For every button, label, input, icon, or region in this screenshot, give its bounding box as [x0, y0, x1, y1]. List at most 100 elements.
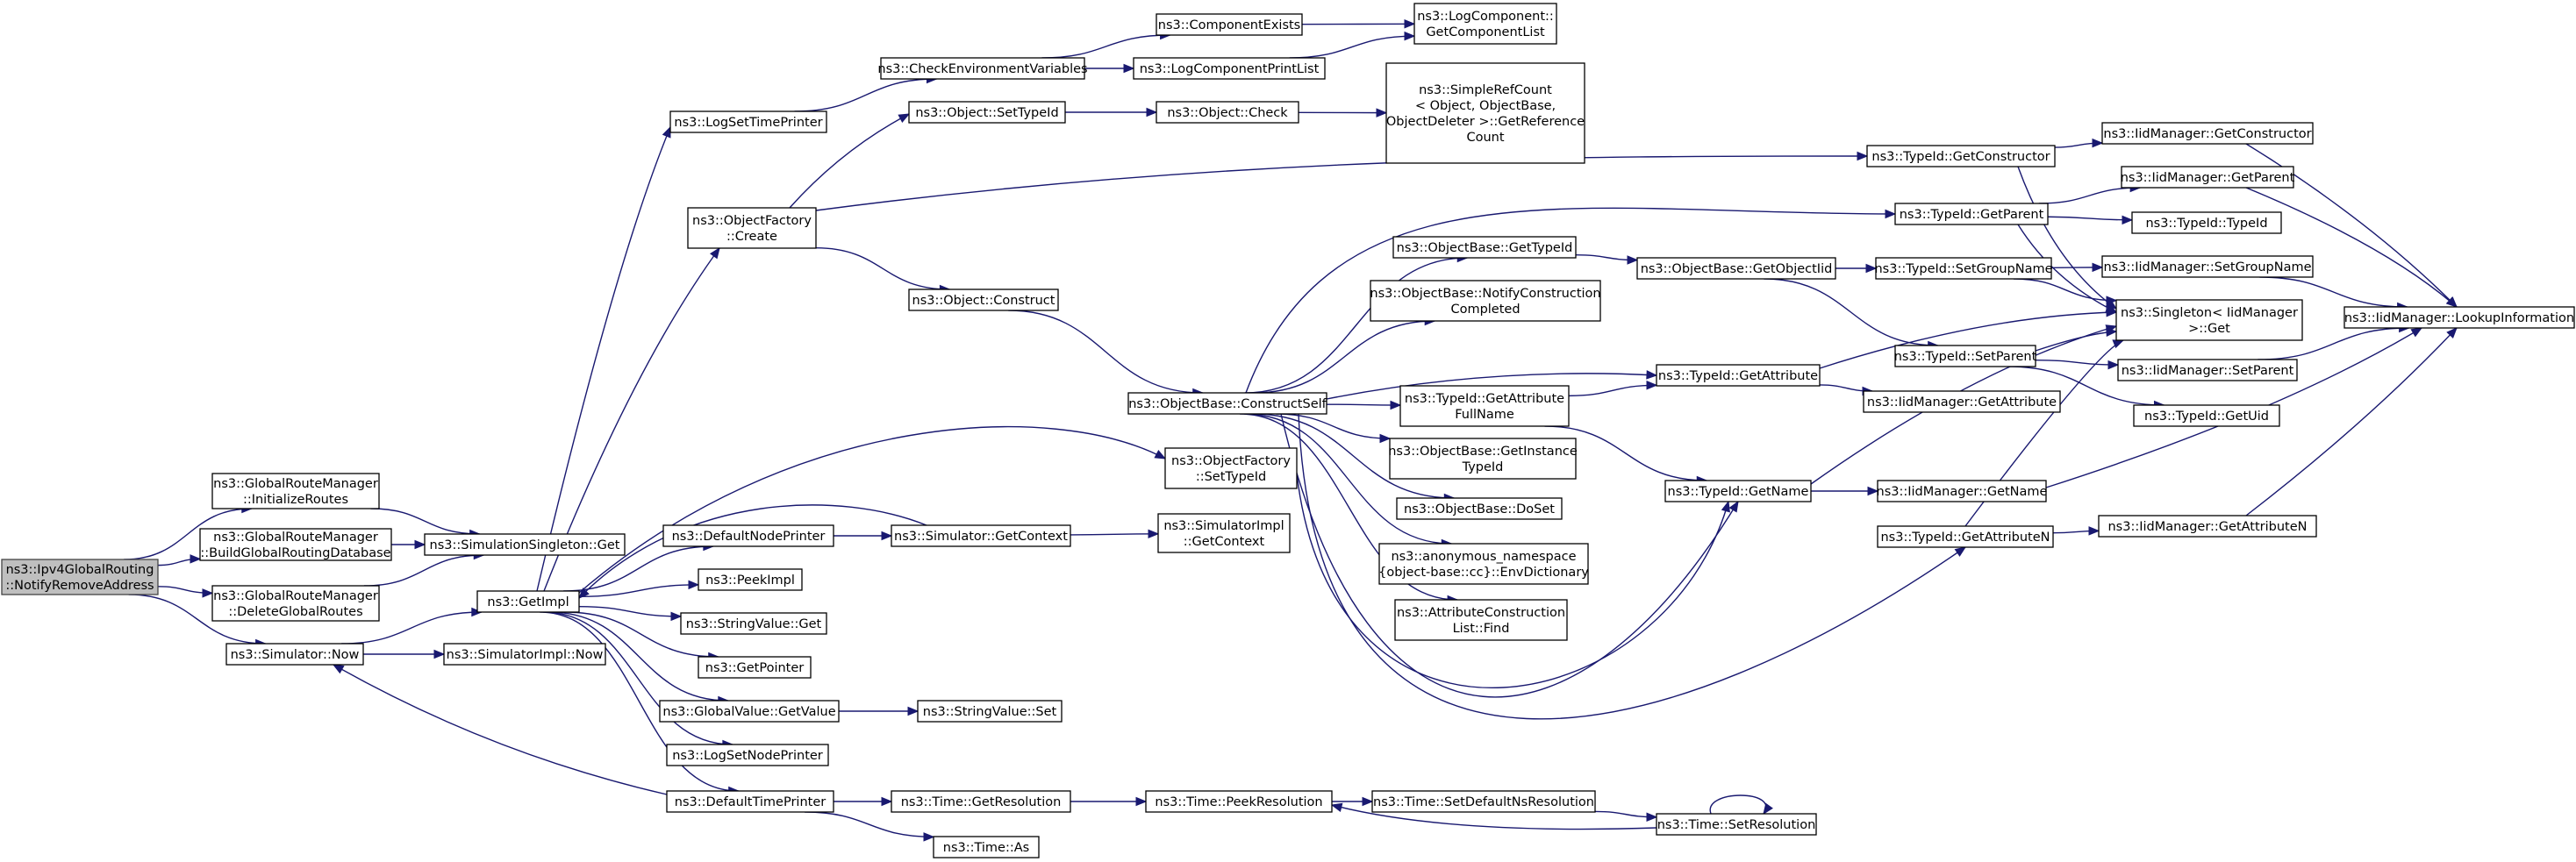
node-ofSetTypeId[interactable]: ns3::ObjectFactory::SetTypeId: [1164, 447, 1298, 489]
node-objCheck[interactable]: ns3::Object::Check: [1156, 101, 1299, 124]
node-label: ns3::PeekImpl: [705, 573, 795, 588]
node-label: ::DeleteGlobalRoutes: [228, 605, 362, 619]
node-typeIdTypeId[interactable]: ns3::TypeId::TypeId: [2131, 211, 2282, 234]
node-globalValueGetValue[interactable]: ns3::GlobalValue::GetValue: [659, 700, 840, 723]
node-logSetNodePrinter[interactable]: ns3::LogSetNodePrinter: [666, 744, 829, 766]
node-simSingleton[interactable]: ns3::SimulationSingleton::Get: [424, 533, 626, 556]
edge-line: [578, 584, 699, 597]
node-iidGetAttributeN[interactable]: ns3::IidManager::GetAttributeN: [2098, 515, 2317, 538]
node-box: [2121, 166, 2294, 189]
node-box: [1877, 480, 2047, 502]
edge-line: [536, 126, 671, 592]
node-obGetObjectIid[interactable]: ns3::ObjectBase::GetObjectIid: [1636, 257, 1836, 280]
node-ofCreate[interactable]: ns3::ObjectFactory::Create: [687, 207, 817, 249]
node-label: ns3::StringValue::Get: [686, 617, 822, 631]
node-getPointer[interactable]: ns3::GetPointer: [698, 656, 812, 679]
edge-arrowhead: [923, 832, 935, 842]
node-iidLookupInformation[interactable]: ns3::IidManager::LookupInformation: [2343, 306, 2575, 329]
node-label: ns3::LogComponent::: [1417, 10, 1554, 24]
node-root[interactable]: ns3::Ipv4GlobalRouting::NotifyRemoveAddr…: [1, 559, 159, 595]
edge-constructSelf-to-typeIdGetName: [1280, 413, 1739, 698]
node-iidGetParent[interactable]: ns3::IidManager::GetParent: [2121, 166, 2295, 189]
node-typeIdSetGroupName[interactable]: ns3::TypeId::SetGroupName: [1874, 257, 2053, 280]
edge-arrowhead: [907, 706, 919, 716]
node-timeSetResolution[interactable]: ns3::Time::SetResolution: [1656, 813, 1817, 836]
node-stringValueGet[interactable]: ns3::StringValue::Get: [680, 612, 827, 635]
edge-arrowhead: [1146, 107, 1158, 118]
edge-objCheck-to-simpleRefCount: [1298, 108, 1388, 118]
node-box: [1385, 62, 1585, 164]
edge-line: [2017, 166, 2117, 310]
node-typeIdGetName[interactable]: ns3::TypeId::GetName: [1664, 480, 1812, 502]
node-box: [698, 568, 803, 591]
node-simImplGetContext[interactable]: ns3::SimulatorImpl::GetContext: [1157, 513, 1291, 553]
node-typeIdGetParent[interactable]: ns3::TypeId::GetParent: [1894, 203, 2049, 225]
node-box: [1156, 13, 1303, 36]
node-box: [1157, 513, 1291, 553]
node-label: ns3::Singleton< IidManager: [2121, 306, 2298, 320]
node-defaultNodePrinter[interactable]: ns3::DefaultNodePrinter: [662, 524, 834, 547]
node-label: ns3::GlobalRouteManager: [213, 477, 378, 491]
node-label: ns3::IidManager::GetAttribute: [1867, 395, 2057, 410]
node-timeGetResolution[interactable]: ns3::Time::GetResolution: [891, 790, 1071, 813]
edge-getImpl-to-peekImpl: [578, 580, 700, 597]
node-label: ns3::AttributeConstruction: [1397, 606, 1565, 620]
node-box: [1664, 480, 1812, 502]
node-checkEnv[interactable]: ns3::CheckEnvironmentVariables: [877, 57, 1088, 80]
node-initRoutes[interactable]: ns3::GlobalRouteManager::InitializeRoute…: [211, 473, 380, 509]
node-notifyConstruction[interactable]: ns3::ObjectBase::NotifyConstructionCompl…: [1370, 280, 1601, 322]
node-box: [666, 744, 829, 766]
node-simpleRefCount[interactable]: ns3::SimpleRefCount< Object, ObjectBase,…: [1385, 62, 1585, 164]
node-getImpl[interactable]: ns3::GetImpl: [476, 590, 580, 613]
edge-arrowhead: [1154, 449, 1167, 459]
node-componentExists[interactable]: ns3::ComponentExists: [1156, 13, 1303, 36]
node-deleteRoutes[interactable]: ns3::GlobalRouteManager::DeleteGlobalRou…: [211, 585, 380, 622]
edge-arrowhead: [1954, 546, 1967, 557]
node-iidSetParent[interactable]: ns3::IidManager::SetParent: [2117, 359, 2298, 381]
node-typeIdSetParent[interactable]: ns3::TypeId::SetParent: [1894, 345, 2037, 367]
edge-arrowhead: [332, 664, 345, 674]
node-obDoSet[interactable]: ns3::ObjectBase::DoSet: [1396, 497, 1563, 520]
node-iidGetAttribute[interactable]: ns3::IidManager::GetAttribute: [1863, 390, 2061, 413]
node-logSetTimePrinter[interactable]: ns3::LogSetTimePrinter: [669, 110, 827, 133]
node-typeIdGetUid[interactable]: ns3::TypeId::GetUid: [2133, 404, 2280, 427]
node-label: ns3::IidManager::LookupInformation: [2344, 311, 2574, 325]
node-iidGetName[interactable]: ns3::IidManager::GetName: [1877, 480, 2048, 502]
edge-constructSelf-to-obGetTypeId: [1244, 253, 1469, 394]
node-objSetTypeId[interactable]: ns3::Object::SetTypeId: [908, 101, 1066, 124]
node-peekImpl[interactable]: ns3::PeekImpl: [698, 568, 803, 591]
node-box: [891, 524, 1071, 547]
node-simImplNow[interactable]: ns3::SimulatorImpl::Now: [443, 643, 606, 666]
node-simNow[interactable]: ns3::Simulator::Now: [225, 643, 364, 666]
node-stringValueSet[interactable]: ns3::StringValue::Set: [917, 700, 1063, 723]
node-typeIdGetAttributeN[interactable]: ns3::TypeId::GetAttributeN: [1877, 525, 2054, 548]
node-logComponentPrintList[interactable]: ns3::LogComponentPrintList: [1133, 57, 1326, 80]
edge-arrowhead: [1763, 802, 1773, 816]
edge-line: [1819, 311, 2117, 369]
node-singletonGet[interactable]: ns3::Singleton< IidManager>::Get: [2115, 299, 2303, 341]
node-envDictionary[interactable]: ns3::anonymous_namespace{object-base::cc…: [1378, 543, 1589, 585]
node-box: [2115, 299, 2303, 341]
node-obGetTypeId[interactable]: ns3::ObjectBase::GetTypeId: [1392, 236, 1577, 259]
node-label: ns3::TypeId::TypeId: [2145, 217, 2267, 231]
edge-arrowhead: [1376, 108, 1388, 118]
node-buildDb[interactable]: ns3::GlobalRouteManager::BuildGlobalRout…: [199, 528, 392, 561]
node-timePeekResolution[interactable]: ns3::Time::PeekResolution: [1145, 790, 1333, 813]
node-iidGetConstructor[interactable]: ns3::IidManager::GetConstructor: [2101, 122, 2314, 145]
node-iidSetGroupName[interactable]: ns3::IidManager::SetGroupName: [2101, 255, 2314, 278]
node-objConstruct[interactable]: ns3::Object::Construct: [908, 289, 1059, 311]
node-simGetContext[interactable]: ns3::Simulator::GetContext: [891, 524, 1071, 547]
node-typeIdGetAttribute[interactable]: ns3::TypeId::GetAttribute: [1656, 364, 1821, 387]
node-defaultTimePrinter[interactable]: ns3::DefaultTimePrinter: [666, 790, 834, 813]
node-timeAs[interactable]: ns3::Time::As: [933, 836, 1040, 858]
edge-typeIdGetParent-to-singletonGet: [2017, 224, 2118, 313]
node-box: [2343, 306, 2575, 329]
node-timeSetDefaultNs[interactable]: ns3::Time::SetDefaultNsResolution: [1371, 790, 1596, 813]
node-typeIdGetConstructor[interactable]: ns3::TypeId::GetConstructor: [1866, 145, 2056, 167]
node-constructSelf[interactable]: ns3::ObjectBase::ConstructSelf: [1127, 392, 1327, 415]
edge-arrowhead: [1123, 63, 1135, 74]
node-getComponentList[interactable]: ns3::LogComponent::GetComponentList: [1413, 3, 1557, 45]
